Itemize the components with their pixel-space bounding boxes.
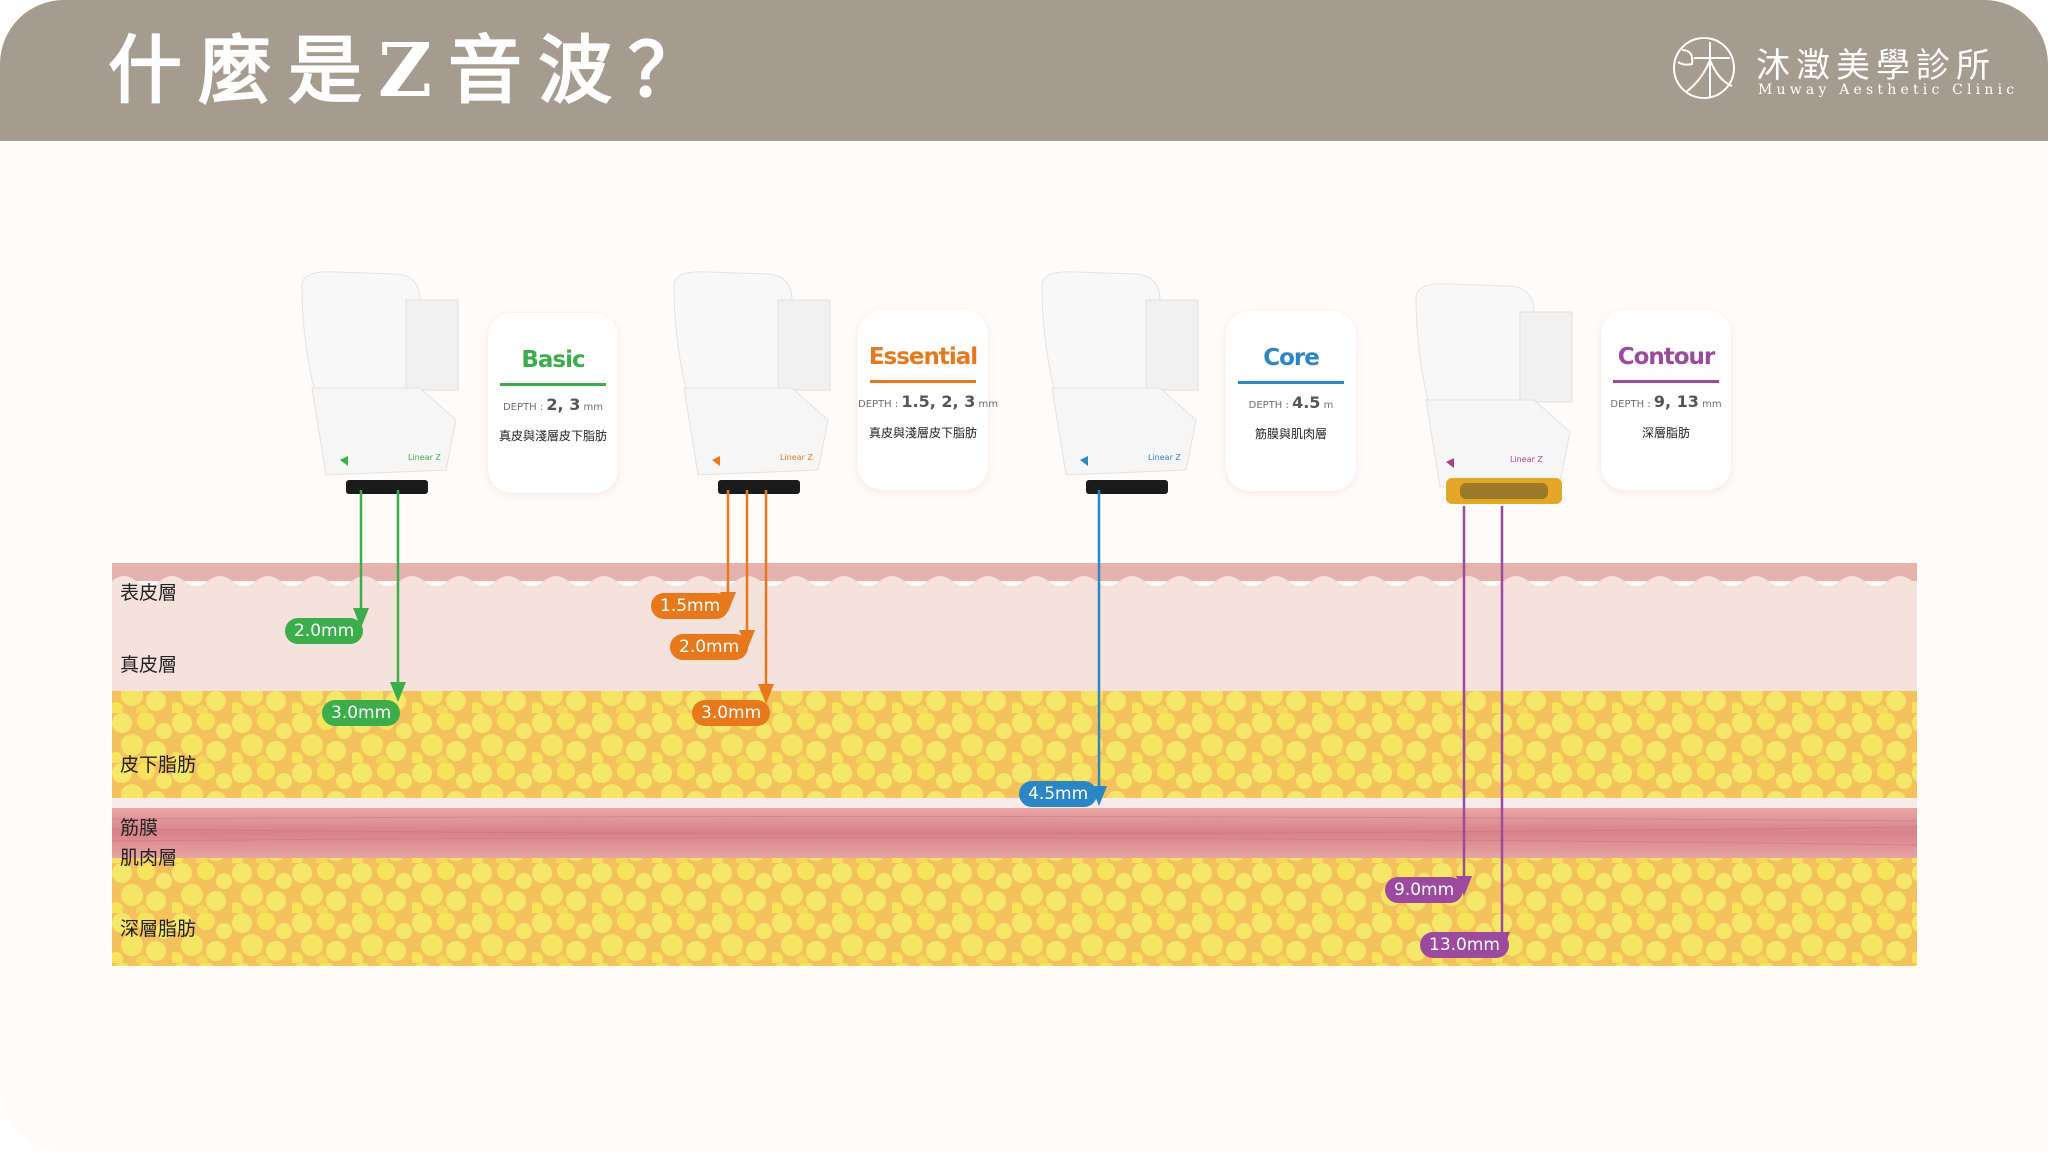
basic-card-description: 真皮與淺層皮下脂肪 (498, 429, 607, 443)
clinic-logo: 沐澂美學診所 Muway Aesthetic Clinic (1672, 36, 2014, 104)
depth-label: DEPTH : (858, 399, 899, 410)
layer-label-subcutaneous-fat: 皮下脂肪 (120, 754, 197, 776)
core-card-divider (1238, 381, 1344, 384)
depth-badge-essential-1-5mm: 1.5mm (651, 593, 730, 619)
depth-unit: m (1323, 400, 1334, 411)
depth-label: DEPTH : (1610, 399, 1651, 410)
depth-badge-essential-2mm: 2.0mm (670, 634, 749, 660)
muscle-fibers (112, 815, 1917, 846)
core-card-depth: DEPTH : 4.5 m (1226, 393, 1356, 412)
depth-values: 4.5 (1292, 393, 1321, 412)
contour-card-divider (1613, 380, 1719, 383)
core-card-title: Core (1263, 345, 1320, 371)
svg-text:Linear Z: Linear Z (1148, 453, 1181, 462)
essential-card-title: Essential (868, 344, 978, 370)
dermis-layer (112, 576, 1917, 693)
deep-fat-layer (112, 858, 1917, 966)
depth-label: DEPTH : (502, 402, 544, 413)
depth-badge-contour-9mm: 9.0mm (1385, 877, 1464, 903)
basic-card-depth: DEPTH : 2, 3 mm (488, 395, 618, 414)
depth-unit: mm (978, 399, 998, 410)
header-bar: 什麼是Z音波？ 沐澂美學診所 Muway Aesthetic Clinic (0, 0, 2048, 141)
page-title: 什麼是Z音波？ (108, 28, 719, 114)
contour-card-description: 深層脂肪 (1641, 426, 1690, 440)
essential-card-description: 真皮與淺層皮下脂肪 (868, 426, 977, 440)
contour-card: Contour DEPTH : 9, 13 mm 深層脂肪 (1601, 310, 1731, 490)
contour-card-depth: DEPTH : 9, 13 mm (1601, 392, 1731, 411)
contour-card-title: Contour (1617, 344, 1716, 370)
basic-card-divider (500, 383, 606, 386)
clinic-name-cn: 沐澂美學診所 (1756, 46, 1996, 86)
layer-label-epidermis: 表皮層 (120, 582, 178, 604)
svg-text:Linear Z: Linear Z (408, 453, 441, 462)
layer-label-deep-fat: 深層脂肪 (120, 918, 197, 940)
svg-text:Linear Z: Linear Z (1510, 455, 1543, 464)
skin-cross-section (112, 563, 1917, 966)
depth-values: 2, 3 (546, 395, 581, 414)
depth-badge-contour-13mm: 13.0mm (1420, 932, 1509, 958)
basic-card-title: Basic (521, 347, 585, 373)
layer-label-muscle: 肌肉層 (120, 847, 178, 869)
depth-badge-essential-3mm: 3.0mm (692, 700, 771, 726)
core-card-description: 筋膜與肌肉層 (1254, 427, 1327, 441)
layer-label-fascia: 筋膜 (120, 817, 159, 839)
superficial-fascia-line (112, 798, 1917, 810)
basic-card: Basic DEPTH : 2, 3 mm 真皮與淺層皮下脂肪 (488, 313, 618, 493)
depth-values: 9, 13 (1653, 392, 1699, 411)
essential-card-divider (870, 380, 976, 383)
depth-badge-core-4-5mm: 4.5mm (1019, 781, 1098, 807)
depth-unit: mm (1702, 399, 1722, 410)
core-card: Core DEPTH : 4.5 m 筋膜與肌肉層 (1226, 311, 1356, 491)
layer-label-dermis: 真皮層 (120, 654, 178, 676)
core-transducer-icon: Linear Z (1041, 271, 1199, 494)
svg-text:Linear Z: Linear Z (780, 453, 813, 462)
muway-logo-mark-icon (1673, 37, 1735, 99)
clinic-name-en: Muway Aesthetic Clinic (1758, 82, 2019, 98)
depth-badge-basic-2mm: 2.0mm (285, 618, 364, 644)
contour-transducer-icon: Linear Z (1415, 283, 1573, 504)
depth-label: DEPTH : (1248, 400, 1289, 411)
essential-transducer-icon: Linear Z (673, 271, 831, 494)
depth-unit: mm (583, 402, 603, 413)
basic-transducer-icon: Linear Z (301, 271, 459, 494)
depth-values: 1.5, 2, 3 (901, 392, 976, 411)
epidermis-layer (112, 563, 1917, 581)
depth-badge-basic-3mm: 3.0mm (322, 700, 401, 726)
essential-card-depth: DEPTH : 1.5, 2, 3 mm (858, 392, 998, 411)
essential-card: Essential DEPTH : 1.5, 2, 3 mm 真皮與淺層皮下脂肪 (858, 310, 998, 490)
